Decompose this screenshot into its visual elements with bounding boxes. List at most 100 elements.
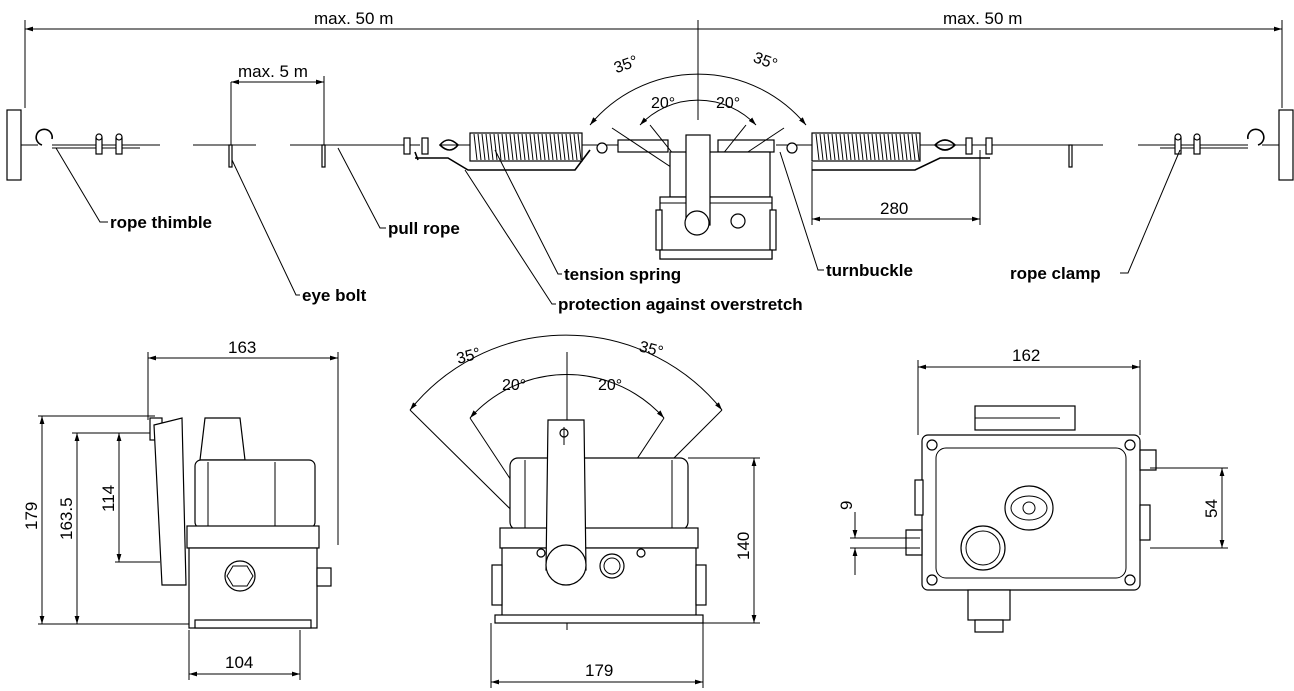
label-eye-bolt: eye bolt xyxy=(302,286,367,305)
span-right-label: max. 50 m xyxy=(943,9,1022,28)
right-spring-attachment xyxy=(933,137,993,155)
left-turnbuckle xyxy=(617,139,669,153)
spring-coil xyxy=(509,133,514,161)
label-rope-clamp: rope clamp xyxy=(1010,264,1101,283)
front-angle-outer-right: 35° xyxy=(637,338,665,361)
top-slot-label: 9 xyxy=(837,501,856,510)
spring-coil xyxy=(541,133,546,161)
spring-coil xyxy=(875,133,880,161)
overstretch-protection-right xyxy=(812,157,990,171)
spring-coil xyxy=(863,133,868,161)
front-base xyxy=(494,614,704,624)
top-angle-outer-left: 35° xyxy=(612,53,641,77)
left-anchor-post xyxy=(6,109,22,181)
label-pull-rope: pull rope xyxy=(388,219,460,238)
front-angle-inner-right: 20° xyxy=(598,377,622,394)
spring-coil xyxy=(815,133,820,161)
spring-coil xyxy=(521,133,526,161)
spring-coil xyxy=(565,133,570,161)
spring-coil xyxy=(871,133,876,161)
front-width-label: 179 xyxy=(585,661,613,680)
spring-coil xyxy=(529,133,534,161)
spring-coil xyxy=(887,133,892,161)
spring-coil xyxy=(501,133,506,161)
front-lever xyxy=(545,419,587,571)
spring-coil xyxy=(473,133,478,161)
left-rope-clamps xyxy=(95,133,123,155)
spring-coil xyxy=(835,133,840,161)
right-anchor-post xyxy=(1278,109,1294,181)
spring-coil xyxy=(481,133,486,161)
right-turnbuckle-ring-icon xyxy=(786,142,798,154)
top-hole-spacing-label: 54 xyxy=(1202,499,1221,518)
spring-coil xyxy=(561,133,566,161)
side-cover xyxy=(194,459,316,529)
spring-coil xyxy=(867,133,872,161)
right-hook-icon xyxy=(1247,128,1265,146)
left-spring-attachment xyxy=(403,137,470,155)
spring-coil xyxy=(493,133,498,161)
spring-coil xyxy=(851,133,856,161)
spring-length-label: 280 xyxy=(880,199,908,218)
spring-coil xyxy=(823,133,828,161)
side-height-axis-label: 163.5 xyxy=(57,497,76,540)
side-view: 163 179 163.5 114 104 xyxy=(22,338,339,680)
spring-coil xyxy=(827,133,832,161)
spring-coil xyxy=(513,133,518,161)
switch-box-small xyxy=(655,134,777,260)
spring-coil xyxy=(497,133,502,161)
label-rope-thimble: rope thimble xyxy=(110,213,212,232)
spring-coil xyxy=(903,133,908,161)
side-height-lever-label: 114 xyxy=(99,485,118,512)
spring-coil xyxy=(553,133,558,161)
front-view: 35° 35° 20° 20° 140 179 xyxy=(409,334,760,688)
front-housing xyxy=(501,547,697,619)
front-angle-inner-left: 20° xyxy=(502,377,526,394)
top-hole-icon xyxy=(960,525,1006,571)
spring-coil xyxy=(859,133,864,161)
spring-coil xyxy=(557,133,562,161)
top-width-label: 162 xyxy=(1012,346,1040,365)
side-width-label: 163 xyxy=(228,338,256,357)
spring-coil xyxy=(899,133,904,161)
top-logo-icon xyxy=(1004,485,1054,531)
front-lever-hub xyxy=(545,544,587,586)
left-spring-coils xyxy=(473,133,582,161)
spring-coil xyxy=(533,133,538,161)
spring-coil xyxy=(819,133,824,161)
spring-coil xyxy=(537,133,542,161)
eye-bolt-spacing-label: max. 5 m xyxy=(238,62,308,81)
top-angle-inner-left: 20° xyxy=(651,95,675,112)
spring-coil xyxy=(883,133,888,161)
top-view: 162 9 54 xyxy=(837,346,1228,633)
overstretch-protection-left xyxy=(415,149,591,171)
inner-angle-arc xyxy=(639,99,757,126)
spring-coil xyxy=(489,133,494,161)
front-flange xyxy=(499,527,699,549)
top-left-slot xyxy=(905,529,923,556)
spring-coil xyxy=(831,133,836,161)
label-protection: protection against overstretch xyxy=(558,295,803,314)
spring-coil xyxy=(843,133,848,161)
spring-coil xyxy=(915,133,920,161)
front-height-label: 140 xyxy=(734,532,753,560)
side-housing xyxy=(188,547,318,629)
span-left-label: max. 50 m xyxy=(314,9,393,28)
front-inner-angle-arc xyxy=(469,374,665,419)
spring-coil xyxy=(573,133,578,161)
spring-coil xyxy=(839,133,844,161)
spring-coil xyxy=(855,133,860,161)
front-angle-outer-left: 35° xyxy=(455,345,483,368)
spring-coil xyxy=(517,133,522,161)
side-flange xyxy=(186,525,320,549)
side-height-total-label: 179 xyxy=(22,502,41,530)
spring-coil xyxy=(549,133,554,161)
spring-coil xyxy=(545,133,550,161)
spring-coil xyxy=(847,133,852,161)
top-angle-outer-right: 35° xyxy=(751,49,780,73)
right-spring-coils xyxy=(815,133,920,161)
outer-angle-arc xyxy=(589,73,807,126)
spring-coil xyxy=(577,133,582,161)
top-right-slot xyxy=(1139,449,1157,471)
